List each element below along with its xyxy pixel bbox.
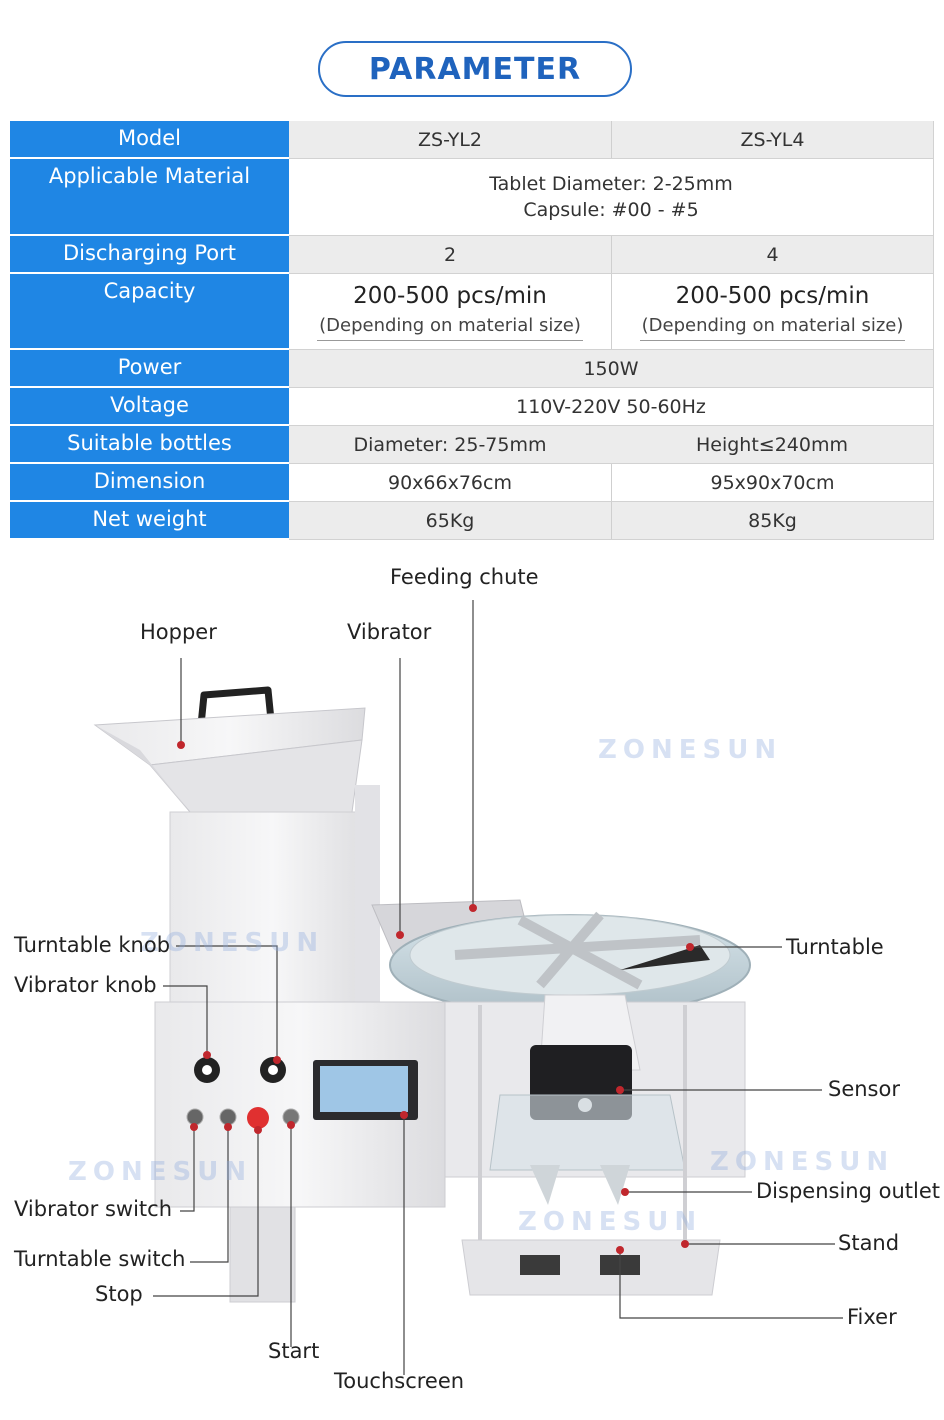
label-turntable-knob: Turntable knob: [14, 933, 171, 957]
machine-diagram: ZONESUN ZONESUN ZONESUN ZONESUN ZONESUN …: [0, 550, 944, 1420]
table-row-model: Model ZS-YL2 ZS-YL4: [10, 121, 934, 159]
touchscreen-display: [320, 1066, 408, 1112]
page-title: PARAMETER: [318, 41, 632, 97]
row-header: Dimension: [10, 464, 289, 502]
dimension-cell: 90x66x76cm: [388, 471, 512, 494]
label-stand: Stand: [838, 1231, 900, 1255]
row-header: Discharging Port: [10, 236, 289, 274]
row-header: Capacity: [10, 274, 289, 350]
capacity-note: (Depending on material size): [639, 315, 906, 341]
capacity-value: 200-500 pcs/min: [675, 282, 870, 309]
table-row-weight: Net weight 65Kg 85Kg: [10, 502, 934, 540]
label-start: Start: [268, 1339, 320, 1363]
row-header: Net weight: [10, 502, 289, 540]
table-row-port: Discharging Port 2 4: [10, 236, 934, 274]
model-cell: ZS-YL2: [418, 128, 482, 151]
vibrator-body: [169, 811, 376, 1003]
watermark: ZONESUN: [518, 1207, 703, 1237]
material-line: Tablet Diameter: 2-25mm: [489, 173, 733, 195]
table-row-material: Applicable Material Tablet Diameter: 2-2…: [10, 159, 934, 236]
capacity-value: 200-500 pcs/min: [353, 282, 547, 309]
row-header: Model: [10, 121, 289, 159]
leader-lines: [153, 600, 843, 1375]
capacity-note: (Depending on material size): [317, 315, 583, 341]
watermark: ZONESUN: [710, 1147, 895, 1177]
material-line: Capsule: #00 - #5: [523, 199, 699, 221]
label-turntable: Turntable: [786, 935, 884, 959]
table-row-power: Power 150W: [10, 350, 934, 388]
watermark: ZONESUN: [598, 735, 783, 765]
label-dispensing-outlet: Dispensing outlet: [756, 1179, 940, 1203]
bottle-height: Height≤240mm: [695, 433, 848, 456]
label-turntable-switch: Turntable switch: [14, 1247, 186, 1271]
model-cell: ZS-YL4: [611, 121, 933, 158]
label-hopper: Hopper: [140, 620, 217, 644]
table-row-dimension: Dimension 90x66x76cm 95x90x70cm: [10, 464, 934, 502]
label-touchscreen: Touchscreen: [334, 1369, 465, 1393]
weight-cell: 65Kg: [425, 509, 475, 532]
label-vibrator-switch: Vibrator switch: [14, 1197, 173, 1221]
label-vibrator: Vibrator: [347, 620, 432, 644]
weight-cell: 85Kg: [611, 502, 933, 539]
turntable: [389, 911, 751, 1016]
row-header: Suitable bottles: [10, 426, 289, 464]
label-sensor: Sensor: [828, 1077, 900, 1101]
label-fixer: Fixer: [847, 1305, 897, 1329]
machine-illustration: [93, 600, 843, 1375]
leader-dots: [177, 741, 694, 1254]
port-cell: 4: [611, 236, 933, 273]
hopper: [93, 686, 366, 813]
table-row-bottles: Suitable bottles Diameter: 25-75mm Heigh…: [10, 426, 934, 464]
row-header: Voltage: [10, 388, 289, 426]
row-header: Power: [10, 350, 289, 388]
port-cell: 2: [443, 243, 457, 266]
stand: [461, 1239, 721, 1296]
table-row-voltage: Voltage 110V-220V 50-60Hz: [10, 388, 934, 426]
label-stop: Stop: [95, 1282, 143, 1306]
row-header: Applicable Material: [10, 159, 289, 236]
watermark: ZONESUN: [68, 1157, 253, 1187]
label-vibrator-knob: Vibrator knob: [14, 973, 157, 997]
voltage-value: 110V-220V 50-60Hz: [516, 395, 706, 418]
bottle-diameter: Diameter: 25-75mm: [353, 433, 547, 456]
dimension-cell: 95x90x70cm: [611, 464, 933, 501]
power-value: 150W: [583, 357, 639, 380]
table-row-capacity: Capacity 200-500 pcs/min (Depending on m…: [10, 274, 934, 350]
watermark: ZONESUN: [140, 928, 325, 958]
knob-graphics: [186, 1057, 300, 1129]
label-feeding-chute: Feeding chute: [390, 565, 539, 589]
